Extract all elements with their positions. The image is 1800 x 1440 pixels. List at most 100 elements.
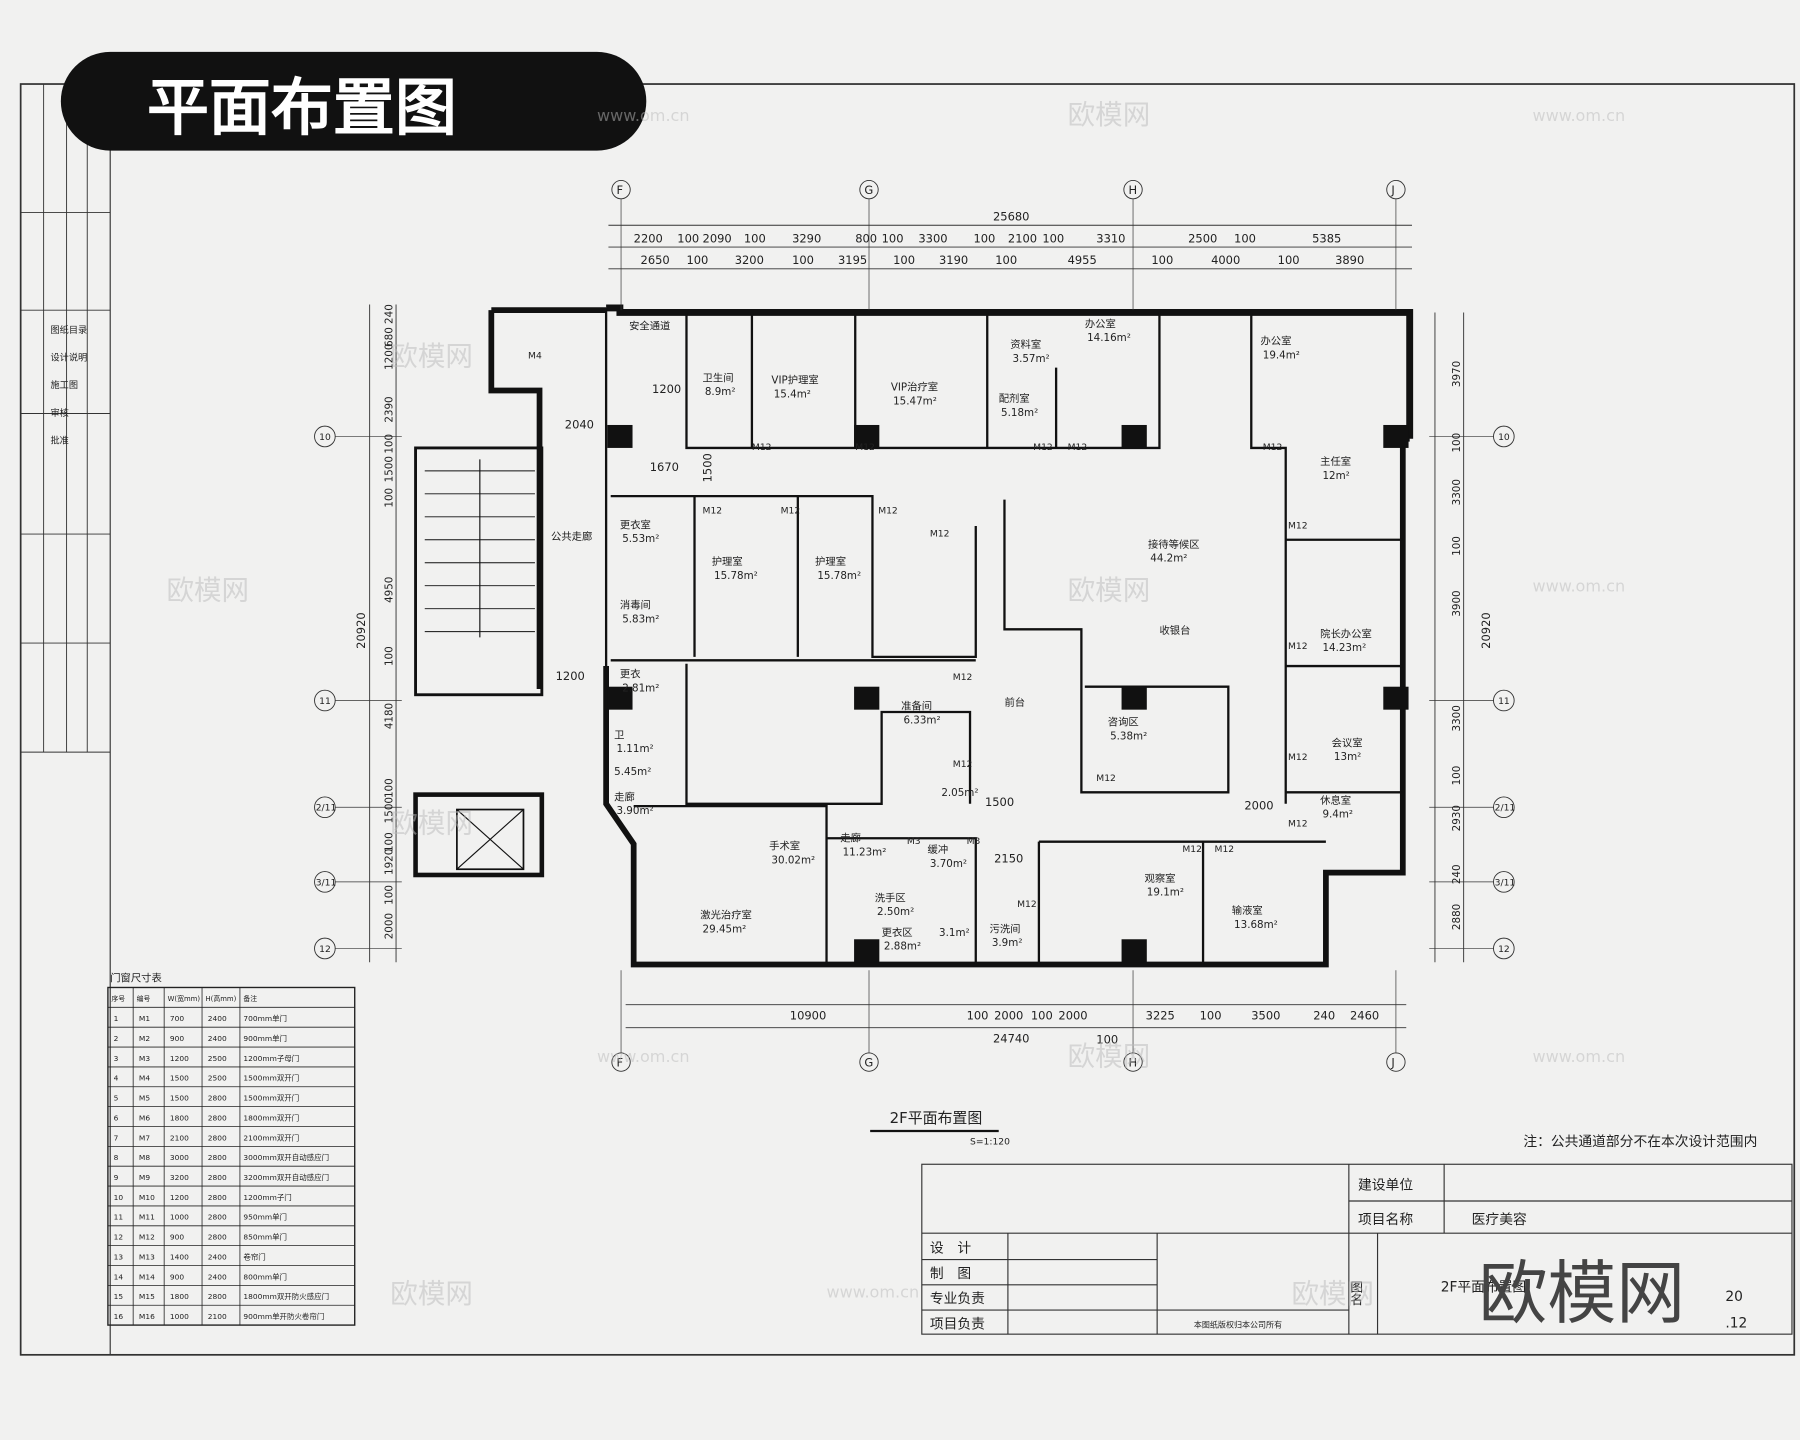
dim-value: 100 — [384, 646, 396, 666]
dim-value: 4955 — [1068, 253, 1097, 267]
watermark-logo: 欧模网 — [1479, 1254, 1686, 1334]
room-name: 会议室 — [1332, 736, 1363, 749]
room-area: 3.1m² — [939, 927, 970, 939]
dim-value: 1200 — [652, 382, 681, 396]
axis-bubble — [1386, 180, 1406, 200]
side-strip-label: 设计说明 — [51, 352, 88, 364]
room-name: 缓冲 — [928, 843, 949, 856]
door-table-cell: M4 — [139, 1074, 150, 1083]
door-table-cell: 2800 — [208, 1173, 227, 1182]
door-table-cell: 1 — [114, 1014, 119, 1023]
door-table-cell: M5 — [139, 1094, 150, 1103]
dim-value: 100 — [1234, 231, 1256, 245]
room-name: 手术室 — [769, 840, 800, 853]
room-name: 走廊 — [840, 832, 861, 845]
door-table-cell: 2100 — [208, 1312, 227, 1321]
door-tag: M12 — [1096, 773, 1116, 784]
dim-value: 3300 — [1451, 705, 1463, 731]
dim-value: 2000 — [1244, 799, 1273, 813]
door-table-cell: 2800 — [208, 1292, 227, 1301]
door-table-cell: 1500 — [170, 1074, 189, 1083]
dim-value: 100 — [995, 253, 1017, 267]
door-tag: M12 — [855, 442, 875, 453]
walls — [413, 304, 1414, 968]
room-name: 咨询区 — [1108, 716, 1139, 729]
room-name: 激光治疗室 — [700, 909, 752, 922]
dim-value: 100 — [384, 434, 396, 454]
door-table-cell: 7 — [114, 1133, 119, 1142]
drawing-label: 制 图 — [930, 1266, 971, 1282]
dim-value: 3225 — [1146, 1009, 1175, 1023]
axis-label: J — [1390, 1056, 1394, 1070]
room-name: 更衣区 — [882, 926, 913, 939]
room-area: 2.81m² — [622, 682, 659, 694]
door-table-cell: 2500 — [208, 1074, 227, 1083]
door-table-cell: 900 — [170, 1272, 184, 1281]
room-area: 15.78m² — [817, 570, 861, 582]
room-name: 休息室 — [1320, 794, 1351, 807]
door-tag: M12 — [930, 528, 950, 539]
dim-value: 100 — [1042, 231, 1064, 245]
dim-value: 100 — [1278, 253, 1300, 267]
dim-value: 3300 — [1451, 479, 1463, 505]
room-name: 收银台 — [1159, 624, 1190, 637]
dim-value: 100 — [967, 1009, 989, 1023]
axis-bubble — [1386, 1052, 1406, 1072]
axis-label: G — [864, 183, 873, 197]
room-name: 配剂室 — [999, 392, 1030, 405]
door-table-cell: 2400 — [208, 1034, 227, 1043]
room-area: 15.78m² — [714, 570, 758, 582]
dim-value: 240 — [1313, 1009, 1335, 1023]
dim-value: 1200 — [384, 344, 396, 370]
room-area: 15.47m² — [893, 395, 937, 407]
dim-value: 3190 — [939, 253, 968, 267]
door-table-cell: 700mm单门 — [243, 1013, 287, 1023]
dim-total: 24740 — [993, 1032, 1029, 1046]
title-badge-text: 平面布置图 — [147, 71, 457, 144]
dim-value: 2000 — [994, 1009, 1023, 1023]
dim-value: 3300 — [918, 231, 947, 245]
room-area: 2.05m² — [941, 787, 978, 799]
door-table-cell: 5 — [114, 1094, 119, 1103]
dim-value: 3500 — [1251, 1009, 1280, 1023]
door-table-cell: M11 — [139, 1213, 155, 1222]
dim-value: 100 — [1451, 536, 1463, 556]
dim-value: 100 — [1151, 253, 1173, 267]
room-name: 洗手区 — [875, 891, 906, 904]
door-table-cell: M6 — [139, 1113, 150, 1122]
dim-value: 2500 — [1188, 231, 1217, 245]
door-table-header: H(高mm) — [205, 994, 236, 1003]
room-area: 30.02m² — [771, 854, 815, 866]
room-name: 院长办公室 — [1320, 627, 1372, 640]
door-table-cell: M10 — [139, 1193, 155, 1202]
door-table-cell: 2400 — [208, 1272, 227, 1281]
door-table-cell: 2500 — [208, 1054, 227, 1063]
door-table-cell: 1200mm子母门 — [243, 1054, 299, 1063]
door-table-cell: M8 — [139, 1153, 150, 1162]
door-tag: M12 — [1288, 752, 1308, 763]
design-label: 设 计 — [930, 1241, 972, 1257]
door-table-cell: 2800 — [208, 1113, 227, 1122]
door-table-cell: 1500mm双开门 — [243, 1094, 299, 1103]
room-name: 主任室 — [1320, 455, 1351, 468]
door-tag: M12 — [953, 672, 973, 683]
dim-value: 100 — [1031, 1009, 1053, 1023]
dim-value: 240 — [1451, 864, 1463, 884]
door-table-cell: 12 — [114, 1233, 123, 1242]
side-strip-label: 施工图 — [51, 379, 79, 391]
watermark-text: 欧模网 — [390, 340, 473, 372]
dim-value: 100 — [1451, 433, 1463, 453]
dim-value: 2200 — [634, 231, 663, 245]
door-tag: M12 — [1017, 899, 1037, 910]
room-name: 卫 — [614, 729, 624, 741]
dim-value: 680 — [384, 327, 396, 347]
door-table-cell: 2800 — [208, 1213, 227, 1222]
inner-frame — [109, 83, 1795, 1356]
dim-value: 100 — [792, 253, 814, 267]
door-tag: M12 — [953, 759, 973, 770]
door-table-cell: M2 — [139, 1034, 150, 1043]
room-name: 护理室 — [815, 555, 846, 568]
door-table-cell: 1800mm双开门 — [243, 1113, 299, 1122]
door-table-cell: 14 — [114, 1272, 124, 1281]
